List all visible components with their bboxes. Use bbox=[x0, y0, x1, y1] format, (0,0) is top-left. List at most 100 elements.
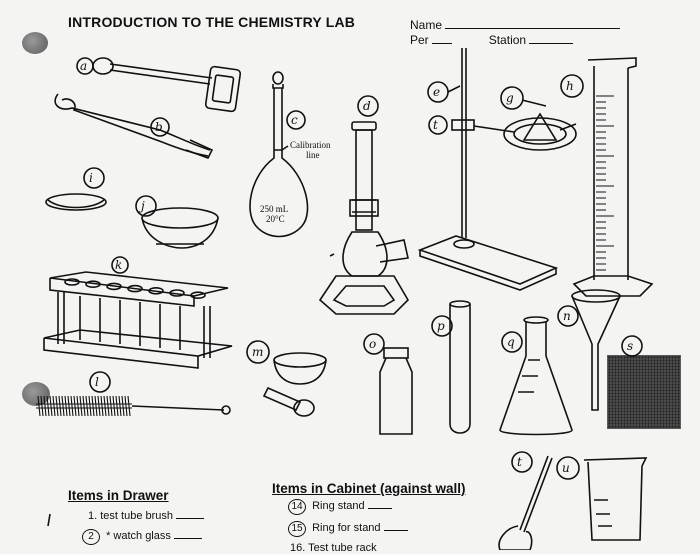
label-circle-n bbox=[557, 305, 579, 327]
graduated-cylinder bbox=[572, 57, 654, 297]
beaker-tongs bbox=[54, 93, 214, 159]
label-p: p bbox=[437, 319, 445, 333]
label-e: e bbox=[433, 85, 440, 99]
cabinet-item-blank[interactable] bbox=[367, 498, 392, 509]
funnel bbox=[571, 289, 621, 411]
calibration-line-text: line bbox=[306, 150, 320, 160]
rack-hole bbox=[190, 291, 206, 300]
label-o: o bbox=[369, 337, 376, 351]
label-h: h bbox=[566, 79, 574, 93]
drawer-item-number: 2 bbox=[82, 529, 100, 545]
label-b: b bbox=[155, 120, 163, 134]
beaker bbox=[583, 457, 648, 541]
label-t: t bbox=[517, 455, 522, 469]
label-circle-j bbox=[135, 195, 157, 217]
watch-glass bbox=[45, 193, 107, 211]
label-k: k bbox=[115, 258, 122, 272]
cabinet-item-text: Ring stand bbox=[312, 500, 365, 512]
cabinet-item-16: 16. Test tube rack bbox=[290, 542, 377, 554]
label-circle-c bbox=[286, 110, 306, 130]
label-m: m bbox=[252, 345, 263, 359]
cabinet-item-15: 15 Ring for stand bbox=[288, 520, 408, 537]
cylinder-graduations bbox=[596, 95, 614, 271]
mortar-and-pestle bbox=[262, 352, 327, 417]
binder-hole-bottom bbox=[22, 382, 50, 406]
volumetric-flask bbox=[249, 71, 309, 238]
calibration-text: Calibration bbox=[290, 140, 331, 150]
label-circle-l bbox=[89, 371, 111, 393]
label-q: q bbox=[507, 335, 515, 349]
reagent-bottle bbox=[379, 347, 413, 435]
drawer-item-blank[interactable] bbox=[173, 528, 202, 539]
evaporating-dish bbox=[141, 207, 219, 249]
arrow-e bbox=[447, 85, 461, 93]
label-t-clamp: t bbox=[433, 118, 438, 132]
label-n: n bbox=[563, 309, 571, 323]
cabinet-item-number: 14 bbox=[288, 499, 306, 515]
rack-holes bbox=[64, 278, 206, 300]
station-blank[interactable] bbox=[529, 33, 574, 44]
cabinet-item-text: Ring for stand bbox=[312, 522, 381, 534]
arrow-g bbox=[521, 99, 547, 107]
per-blank[interactable] bbox=[432, 33, 453, 44]
page-title: INTRODUCTION TO THE CHEMISTRY LAB bbox=[68, 14, 356, 30]
name-blank[interactable] bbox=[445, 18, 621, 29]
drawer-item-1: 1. test tube brush bbox=[88, 508, 205, 522]
rack-hole bbox=[127, 284, 143, 293]
label-i: i bbox=[89, 171, 93, 185]
test-tube-brush bbox=[36, 395, 231, 417]
drawer-item-text: test tube brush bbox=[100, 510, 174, 522]
crucible-tongs bbox=[92, 57, 242, 113]
label-circle-p bbox=[431, 315, 453, 337]
rack-hole bbox=[169, 289, 185, 297]
label-u: u bbox=[562, 461, 570, 475]
test-tube bbox=[449, 300, 471, 434]
cabinet-item-text: Test tube rack bbox=[308, 542, 377, 554]
ring-stand-with-ring bbox=[417, 48, 577, 291]
wire-gauze-mesh bbox=[607, 355, 681, 429]
label-circle-h bbox=[560, 74, 584, 98]
label-s: s bbox=[627, 339, 633, 353]
test-tube-rack bbox=[43, 271, 233, 369]
rack-hole bbox=[106, 282, 122, 291]
label-circle-a bbox=[76, 57, 94, 75]
stray-mark bbox=[47, 513, 51, 527]
dropper bbox=[498, 455, 553, 550]
label-circle-d bbox=[357, 95, 379, 117]
erlenmeyer-flask bbox=[499, 316, 573, 436]
flask-volume-text: 250 mL bbox=[260, 204, 288, 214]
name-field-row: Name bbox=[410, 18, 621, 32]
stray-mark bbox=[329, 253, 335, 257]
bunsen-burner bbox=[318, 121, 410, 315]
label-circle-t bbox=[511, 451, 533, 473]
binder-hole-top bbox=[22, 32, 48, 54]
drawer-item-2: 2 * watch glass bbox=[82, 528, 202, 545]
label-circle-g bbox=[500, 86, 524, 110]
label-j: j bbox=[138, 199, 145, 213]
drawer-item-number: 1. bbox=[88, 510, 98, 522]
label-circle-f-stand bbox=[428, 115, 448, 135]
label-g: g bbox=[506, 91, 514, 105]
rack-hole bbox=[64, 278, 80, 286]
per-station-row: Per Station bbox=[410, 33, 574, 47]
label-circle-m bbox=[246, 340, 270, 364]
label-c: c bbox=[291, 113, 298, 127]
drawer-heading: Items in Drawer bbox=[68, 488, 169, 503]
cabinet-item-number: 15 bbox=[288, 521, 306, 537]
label-circle-u bbox=[556, 456, 580, 480]
label-circle-q bbox=[501, 331, 523, 353]
drawer-item-text: * watch glass bbox=[106, 530, 171, 542]
rack-hole bbox=[85, 280, 101, 289]
label-circle-s bbox=[621, 335, 643, 357]
rack-hole bbox=[148, 286, 164, 295]
label-circle-i bbox=[83, 167, 105, 189]
cabinet-item-blank[interactable] bbox=[383, 520, 408, 531]
label-circle-o bbox=[363, 333, 385, 355]
label-d: d bbox=[363, 99, 371, 113]
cabinet-item-14: 14 Ring stand bbox=[288, 498, 392, 515]
station-label: Station bbox=[488, 33, 527, 47]
cabinet-item-number: 16. bbox=[290, 542, 306, 554]
drawer-item-blank[interactable] bbox=[176, 508, 205, 519]
label-a: a bbox=[80, 59, 87, 73]
